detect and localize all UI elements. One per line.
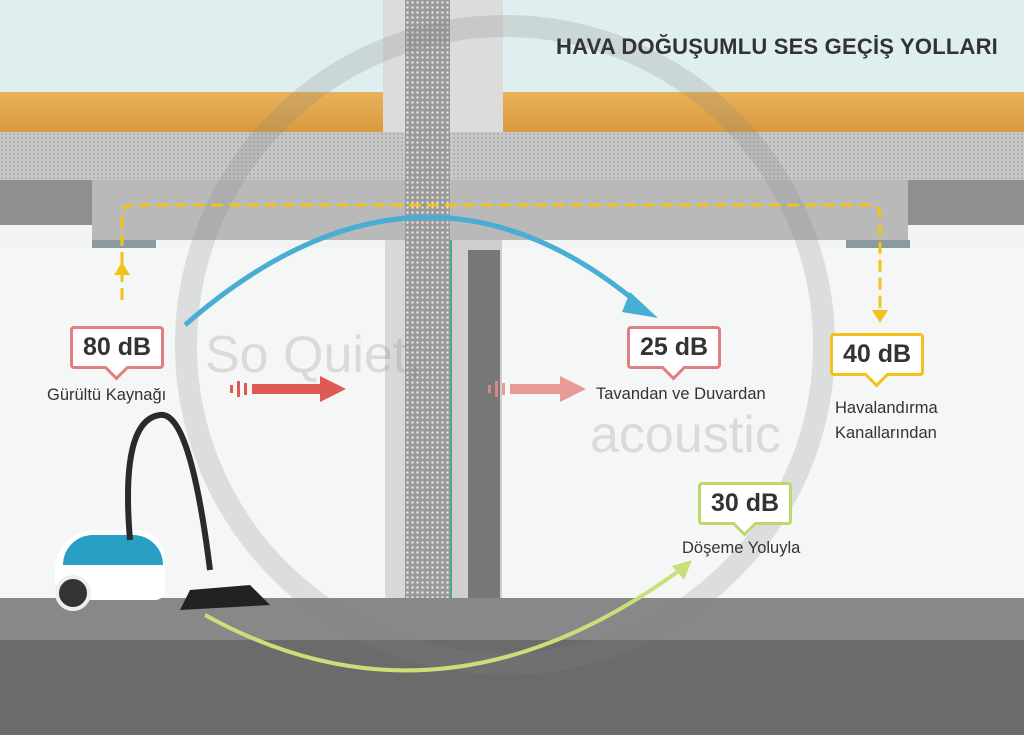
source-label: Gürültü Kaynağı (47, 386, 167, 404)
vent-label-line2: Kanallarından (835, 424, 937, 442)
source-level-badge: 80 dB (70, 326, 165, 369)
direct-arrow-left (230, 376, 346, 402)
ceiling-wall-label: Tavandan ve Duvardan (596, 385, 766, 403)
vent-arrow-down (872, 310, 888, 323)
floor-level-badge: 30 dB (698, 482, 793, 525)
floor-path (204, 568, 682, 673)
floor-label: Döşeme Yoluyla (682, 539, 801, 557)
watermark-acoustic: acoustic (590, 406, 781, 464)
vent-label-line1: Havalandırma (835, 399, 938, 417)
vent-arrow-up (114, 262, 130, 275)
vacuum-hose (125, 411, 270, 610)
ceiling-dark-right (908, 180, 1024, 225)
watermark-text: So Quiet, (205, 326, 422, 384)
ceiling-wall-arrowhead (622, 292, 658, 318)
floor-arrowhead (672, 560, 692, 580)
direct-arrow-right (488, 376, 586, 402)
ceiling-wall-level-badge: 25 dB (627, 326, 722, 369)
vacuum-cleaner-icon (55, 520, 167, 615)
ceiling-dark-left (0, 180, 92, 225)
vent-path (120, 203, 882, 320)
ceiling-wall-path (183, 214, 642, 327)
vent-level-badge: 40 dB (830, 333, 925, 376)
page-title: HAVA DOĞUŞUMLU SES GEÇİŞ YOLLARI (556, 34, 998, 59)
